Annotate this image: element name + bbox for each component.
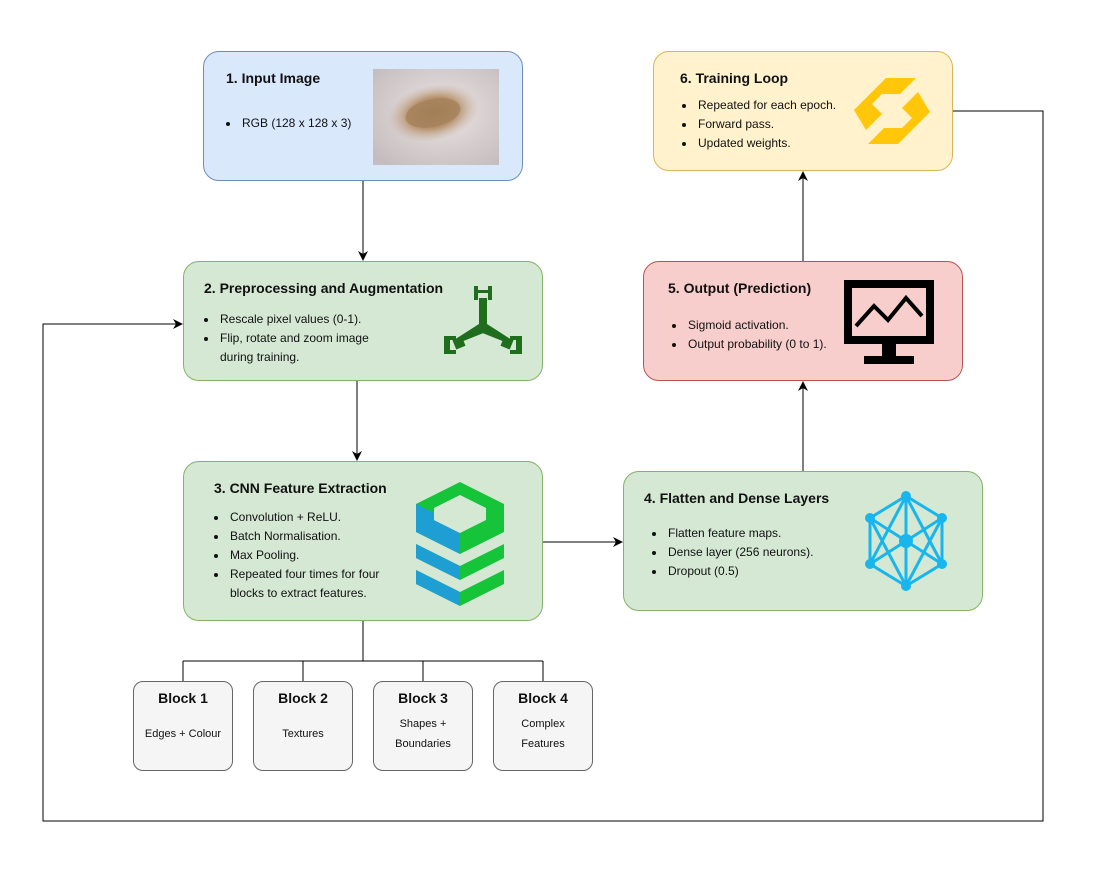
block-4: Block 4 Complex Features xyxy=(493,681,593,771)
loop-arrows-icon xyxy=(852,74,932,148)
node-title: 3. CNN Feature Extraction xyxy=(214,480,387,496)
block-1: Block 1 Edges + Colour xyxy=(133,681,233,771)
node-flatten-dense: 4. Flatten and Dense Layers Flatten feat… xyxy=(623,471,983,611)
bullet: Max Pooling. xyxy=(228,546,379,565)
node-output-prediction: 5. Output (Prediction) Sigmoid activatio… xyxy=(643,261,963,381)
bullet: Updated weights. xyxy=(696,134,836,153)
block-desc: Complex xyxy=(521,718,565,730)
node-training-loop: 6. Training Loop Repeated for each epoch… xyxy=(653,51,953,171)
block-desc: Edges + Colour xyxy=(144,728,222,740)
block-desc: Boundaries xyxy=(395,738,451,750)
bullet: Flip, rotate and zoom image xyxy=(218,329,369,348)
bullet: Dense layer (256 neurons). xyxy=(666,543,813,562)
bullet: Output probability (0 to 1). xyxy=(686,335,827,354)
node-title: 2. Preprocessing and Augmentation xyxy=(204,280,444,296)
loop-back-connector xyxy=(42,110,1044,822)
bullet: Forward pass. xyxy=(696,115,836,134)
bullet: Batch Normalisation. xyxy=(228,527,379,546)
skin-lesion-image xyxy=(373,69,499,165)
block-title: Block 1 xyxy=(158,690,208,706)
block-title: Block 2 xyxy=(278,690,328,706)
node-title: 5. Output (Prediction) xyxy=(668,280,812,296)
layers-stack-icon xyxy=(412,478,512,606)
monitor-chart-icon xyxy=(842,278,936,366)
bullet: Rescale pixel values (0-1). xyxy=(218,310,369,329)
block-title: Block 4 xyxy=(518,690,568,706)
block-desc: Textures xyxy=(282,728,324,740)
node-title: 6. Training Loop xyxy=(680,70,789,86)
node-cnn-feature-extraction: 3. CNN Feature Extraction Convolution + … xyxy=(183,461,543,621)
network-graph-icon xyxy=(860,490,952,594)
node-title: 1. Input Image xyxy=(226,70,321,86)
bullet: blocks to extract features. xyxy=(230,586,367,600)
bullet: Repeated four times for four xyxy=(228,565,379,584)
node-title: 4. Flatten and Dense Layers xyxy=(644,490,830,506)
block-desc: Shapes + xyxy=(399,718,447,730)
node-preprocessing: 2. Preprocessing and Augmentation Rescal… xyxy=(183,261,543,381)
bullet: Repeated for each epoch. xyxy=(696,96,836,115)
bullet: during training. xyxy=(220,350,300,364)
bullet: Flatten feature maps. xyxy=(666,524,813,543)
bullet: Convolution + ReLU. xyxy=(228,508,379,527)
bullet: Dropout (0.5) xyxy=(666,562,813,581)
wrench-tri-icon xyxy=(442,284,524,358)
block-title: Block 3 xyxy=(398,690,448,706)
block-2: Block 2 Textures xyxy=(253,681,353,771)
node-input-image: 1. Input Image RGB (128 x 128 x 3) xyxy=(203,51,523,181)
bullet: Sigmoid activation. xyxy=(686,316,827,335)
bullet: RGB (128 x 128 x 3) xyxy=(240,114,351,133)
block-desc: Features xyxy=(521,738,565,750)
block-3: Block 3 Shapes + Boundaries xyxy=(373,681,473,771)
